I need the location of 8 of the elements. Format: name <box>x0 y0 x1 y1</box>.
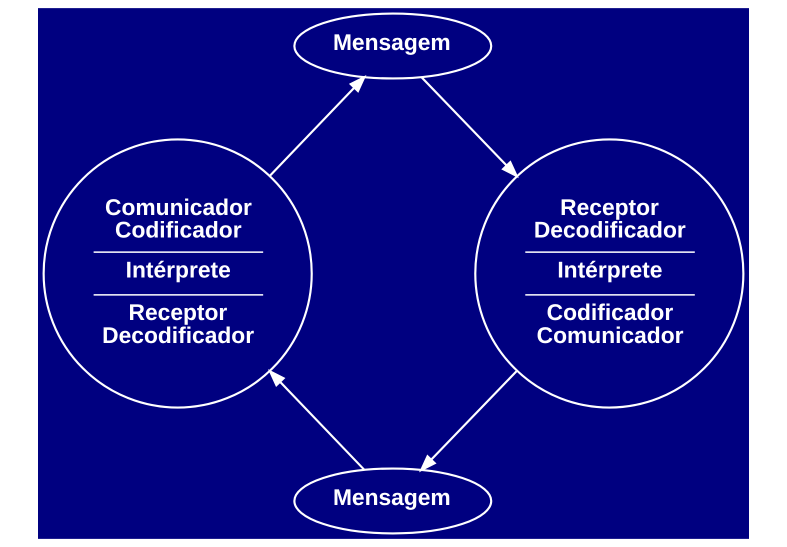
arrow <box>269 74 366 177</box>
node-ellipse: Mensagem <box>293 467 492 534</box>
node-circle: Comunicador Codificador Intérprete Receptor Decodificador <box>42 138 313 409</box>
node-ellipse: Mensagem <box>293 12 492 80</box>
arrow <box>419 370 518 472</box>
node-circle: Receptor Decodificador Intérprete Codificador Comunicador <box>474 138 744 409</box>
arrow <box>268 369 365 470</box>
arrow <box>420 76 519 178</box>
